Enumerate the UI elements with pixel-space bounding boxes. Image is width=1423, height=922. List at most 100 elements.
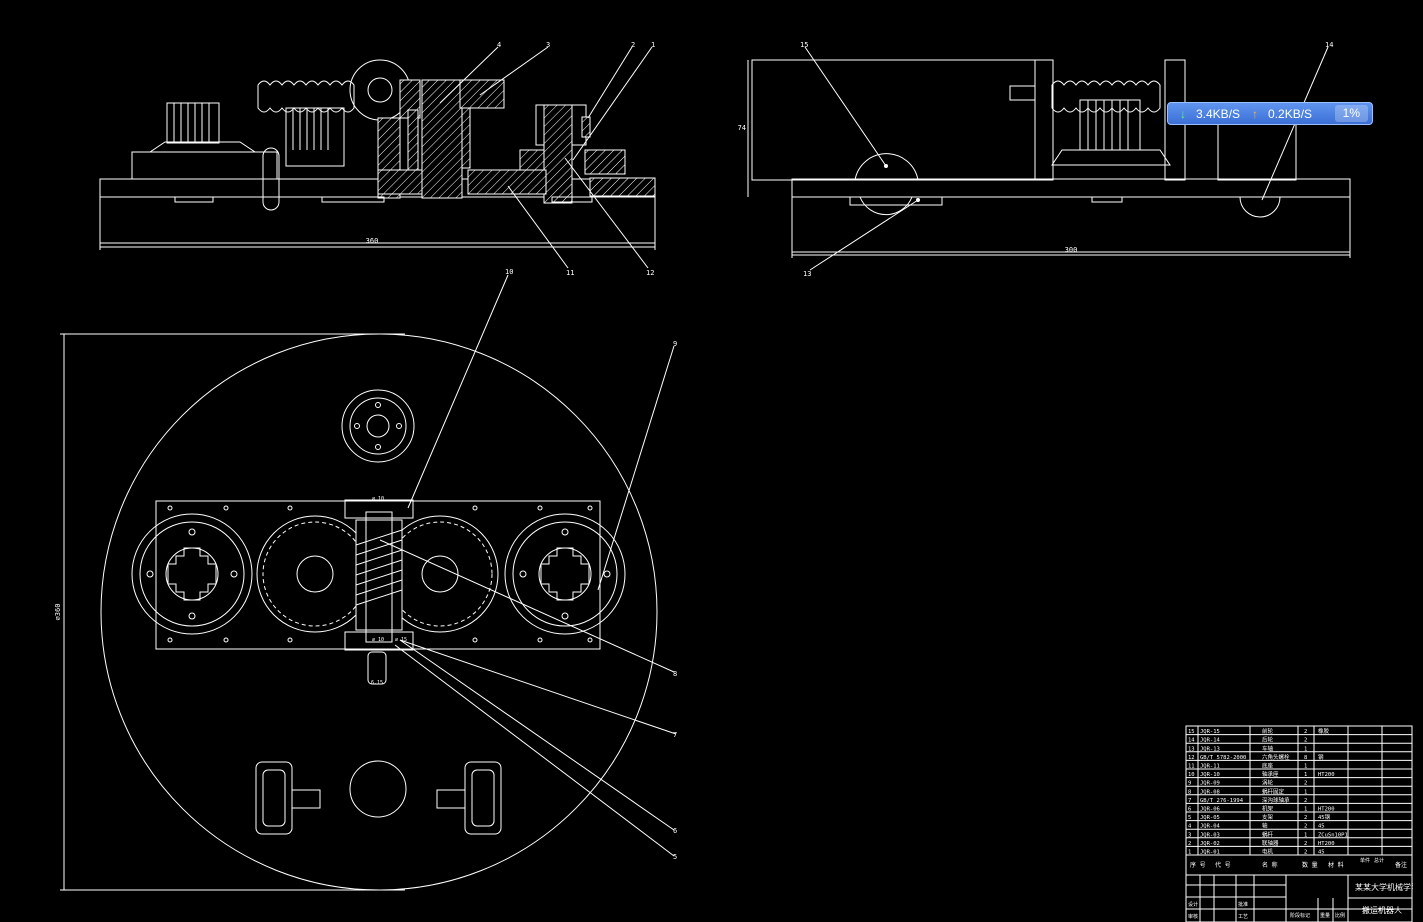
parts-cell-qty: 1 [1304, 789, 1307, 795]
parts-cell-no: 2 [1188, 841, 1191, 847]
parts-cell-code: JQR-14 [1200, 738, 1221, 744]
parts-cell-code: JQR-11 [1200, 764, 1220, 770]
parts-cell-qty: 2 [1304, 850, 1307, 856]
parts-cell-qty: 2 [1304, 824, 1307, 830]
parts-cell-no: 14 [1188, 738, 1195, 744]
cpu-usage: 1% [1334, 105, 1368, 122]
parts-cell-name: 电机 [1262, 848, 1274, 856]
callout-2: 2 [631, 41, 635, 49]
parts-cell-qty: 8 [1304, 755, 1307, 761]
parts-cell-no: 8 [1188, 789, 1191, 795]
side-view: 300 74 15 14 13 [738, 41, 1351, 278]
parts-cell-code: JQR-06 [1200, 807, 1220, 813]
callout-4: 4 [497, 41, 501, 49]
parts-cell-name: 后轮 [1262, 736, 1274, 744]
parts-cell-qty: 2 [1304, 729, 1307, 735]
parts-cell-mat: 45钢 [1318, 813, 1331, 821]
front-width-dim: 360 [366, 237, 379, 245]
header-total: 总计 [1374, 857, 1384, 864]
parts-cell-mat: HT200 [1318, 772, 1335, 778]
parts-cell-mat: HT200 [1318, 807, 1335, 813]
parts-cell-mat: 橡胶 [1318, 727, 1330, 735]
side-height-dim: 74 [738, 124, 746, 132]
parts-cell-code: GB/T 5782-2000 [1200, 755, 1246, 761]
parts-cell-code: JQR-04 [1200, 824, 1221, 830]
school-name: 某某大学机械学院 [1355, 882, 1419, 892]
parts-cell-name: 深沟球轴承 [1262, 796, 1290, 804]
parts-cell-code: JQR-05 [1200, 815, 1220, 821]
parts-cell-qty: 2 [1304, 815, 1307, 821]
download-speed: 3.4KB/S [1196, 106, 1241, 121]
parts-cell-qty: 1 [1304, 764, 1307, 770]
header-name: 名 称 [1262, 861, 1278, 869]
vertical-scrollbar[interactable] [1413, 0, 1423, 922]
parts-cell-name: 蜗杆固定 [1262, 787, 1285, 795]
parts-cell-mat: 45 [1318, 824, 1325, 830]
header-qty: 数 量 [1302, 861, 1318, 869]
parts-cell-name: 车轴 [1262, 744, 1274, 752]
parts-cell-code: JQR-08 [1200, 789, 1220, 795]
top-diameter-dim: ⌀360 [54, 604, 62, 621]
parts-cell-name: 涡轮 [1262, 779, 1274, 787]
parts-cell-qty: 1 [1304, 832, 1307, 838]
parts-cell-name: 底座 [1262, 762, 1274, 770]
parts-cell-name: 支架 [1262, 813, 1274, 821]
header-code: 代 号 [1215, 861, 1231, 869]
parts-cell-code: GB/T 276-1994 [1200, 798, 1244, 804]
drawing-name: 搬运机器人 [1362, 905, 1402, 915]
callout-13: 13 [803, 270, 811, 278]
parts-cell-name: 六角头螺栓 [1262, 753, 1290, 761]
callout-14: 14 [1325, 41, 1333, 49]
parts-cell-name: 机架 [1262, 805, 1274, 813]
parts-cell-code: JQR-02 [1200, 841, 1220, 847]
upload-arrow-icon: ↑ [1252, 106, 1259, 121]
parts-cell-no: 10 [1188, 772, 1195, 778]
callout-15: 15 [800, 41, 808, 49]
side-width-dim: 300 [1065, 246, 1078, 254]
parts-cell-mat: ZCuSn10P1 [1318, 832, 1348, 838]
parts-cell-name: 轴承座 [1262, 770, 1279, 778]
top-small-dim-4: 6.15 [371, 680, 383, 686]
parts-cell-no: 15 [1188, 729, 1195, 735]
callout-8: 8 [673, 670, 677, 678]
header-weight: 单件 [1360, 857, 1370, 864]
parts-cell-name: 前轮 [1262, 727, 1274, 735]
callout-7: 7 [673, 731, 677, 739]
callout-10: 10 [505, 268, 513, 276]
callout-9: 9 [673, 340, 677, 348]
parts-cell-no: 13 [1188, 746, 1195, 752]
parts-cell-code: JQR-15 [1200, 729, 1220, 735]
callout-1: 1 [651, 41, 655, 49]
label-design: 设计 [1188, 901, 1198, 908]
download-arrow-icon: ↓ [1180, 106, 1186, 121]
parts-cell-code: JQR-13 [1200, 746, 1220, 752]
header-remark: 备注 [1395, 861, 1407, 869]
header-no: 序 号 [1190, 861, 1206, 869]
network-monitor-widget[interactable]: ↓ 3.4KB/S ↑ 0.2KB/S 1% [1167, 102, 1373, 125]
label-weight: 重量 [1320, 912, 1330, 919]
parts-cell-no: 9 [1188, 781, 1191, 787]
label-check: 审核 [1188, 913, 1198, 920]
parts-cell-no: 12 [1188, 755, 1195, 761]
parts-cell-mat: 45 [1318, 850, 1325, 856]
parts-cell-qty: 2 [1304, 738, 1307, 744]
label-approve: 批准 [1238, 901, 1248, 908]
parts-cell-no: 7 [1188, 798, 1191, 804]
callout-12: 12 [646, 269, 654, 277]
top-small-dim-2: ⌀ 10 [372, 637, 384, 643]
header-mat: 材 料 [1328, 861, 1344, 869]
label-process: 工艺 [1238, 914, 1248, 920]
parts-cell-qty: 2 [1304, 798, 1307, 804]
parts-cell-no: 6 [1188, 807, 1191, 813]
parts-cell-no: 5 [1188, 815, 1191, 821]
parts-cell-no: 3 [1188, 832, 1191, 838]
callout-11: 11 [566, 269, 574, 277]
motor-fins [173, 103, 210, 143]
parts-cell-qty: 2 [1304, 841, 1307, 847]
parts-cell-no: 4 [1188, 824, 1192, 830]
upload-speed: 0.2KB/S [1268, 106, 1313, 121]
callout-6: 6 [673, 827, 677, 835]
